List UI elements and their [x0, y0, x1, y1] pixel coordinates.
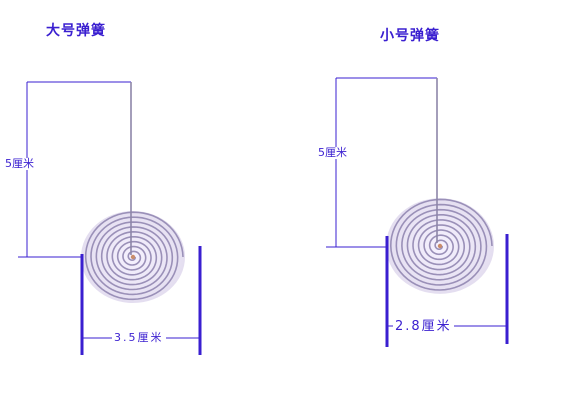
small-spring-coil — [386, 198, 494, 294]
small-spring-title: 小号弹簧 — [380, 28, 440, 44]
small-spring-height-label: 5厘米 — [318, 146, 347, 159]
small-spring-width-label: 2.8厘米 — [393, 319, 454, 334]
large-spring-title: 大号弹簧 — [46, 23, 106, 39]
large-spring-width-label: 3.5厘米 — [112, 331, 166, 344]
small-coil-spiral — [389, 198, 493, 291]
large-coil-spiral — [84, 211, 184, 301]
small-coil-center — [437, 243, 443, 249]
large-spring-coil — [81, 211, 185, 303]
small-spring-drawing — [326, 77, 509, 347]
large-spring-height-label: 5厘米 — [5, 157, 34, 170]
large-spring-drawing — [18, 81, 202, 355]
large-coil-center — [130, 254, 136, 260]
